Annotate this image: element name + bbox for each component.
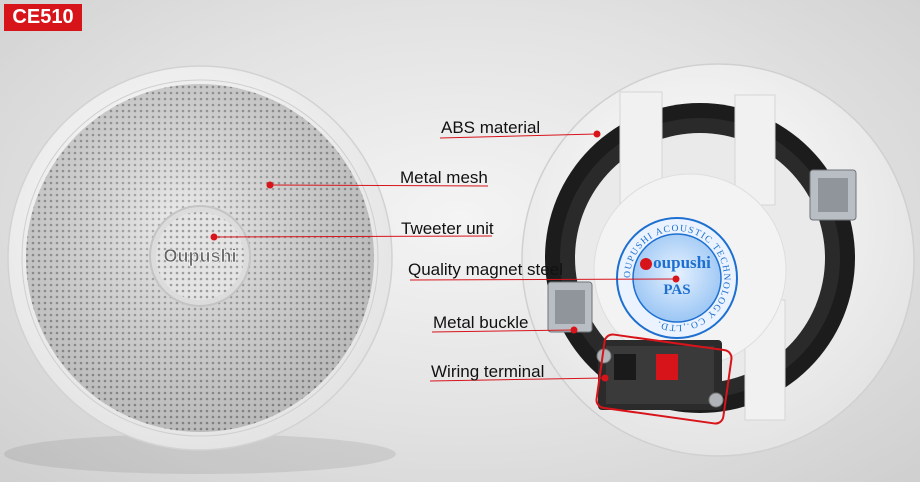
model-badge: CE510 bbox=[4, 4, 82, 31]
back-label-sub: PAS bbox=[663, 282, 690, 298]
wiring-terminal-block bbox=[596, 340, 724, 410]
callout-lines bbox=[210, 130, 680, 382]
terminal-highlight bbox=[595, 333, 733, 425]
callout-metal-mesh: Metal mesh bbox=[400, 168, 488, 187]
back-speaker: OUPUSHI ACOUSTIC TECHNOLOGY CO.,LTD. oup… bbox=[521, 63, 915, 457]
metal-buckle-left bbox=[547, 281, 593, 333]
front-brand-logo: Oupushi bbox=[164, 246, 237, 266]
metal-buckle-right bbox=[809, 169, 857, 221]
back-brand-logo: oupushi bbox=[653, 253, 711, 272]
front-speaker: Oupushi bbox=[4, 65, 396, 474]
callout-tweeter-unit: Tweeter unit bbox=[401, 219, 494, 238]
callout-wiring-terminal: Wiring terminal bbox=[431, 362, 545, 381]
callout-abs-material: ABS material bbox=[441, 118, 541, 137]
callout-metal-buckle: Metal buckle bbox=[433, 313, 529, 332]
callout-magnet-steel: Quality magnet steel bbox=[408, 260, 563, 279]
